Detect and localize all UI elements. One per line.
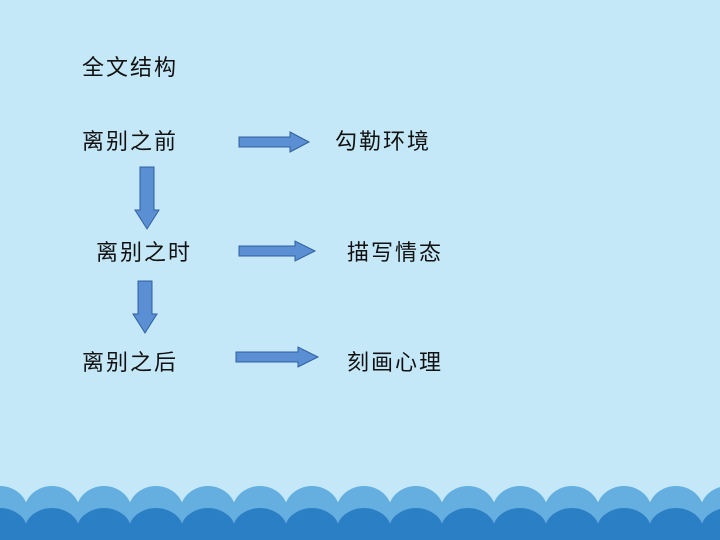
down-arrow-2 [132,280,158,334]
result-label-before: 勾勒环境 [335,130,432,155]
wave-scallop-front [596,508,652,540]
slide-title: 全文结构 [82,56,179,81]
wave-scallop-front [492,508,548,540]
wave-decoration [0,482,720,540]
stage-label-after: 离别之后 [82,351,179,376]
wave-scallop-front [128,508,184,540]
result-label-after: 刻画心理 [347,351,444,376]
wave-scallop-front [284,508,340,540]
wave-row-front [0,508,720,540]
wave-scallop-front [544,508,600,540]
wave-scallop-front [76,508,132,540]
down-arrow-1 [134,166,160,230]
result-label-during: 描写情态 [347,241,444,266]
wave-scallop-front [336,508,392,540]
wave-scallop-front [648,508,704,540]
wave-scallop-front [440,508,496,540]
wave-scallop-front [180,508,236,540]
stage-label-before: 离别之前 [82,130,179,155]
wave-scallop-front [388,508,444,540]
right-arrow-1 [238,131,311,153]
wave-scallop-front [700,509,720,540]
wave-scallop-front [24,508,80,540]
stage-label-during: 离别之时 [96,241,193,266]
wave-scallop-front [0,508,28,540]
wave-scallop-front [232,508,288,540]
right-arrow-2 [238,240,317,262]
right-arrow-3 [235,346,320,368]
